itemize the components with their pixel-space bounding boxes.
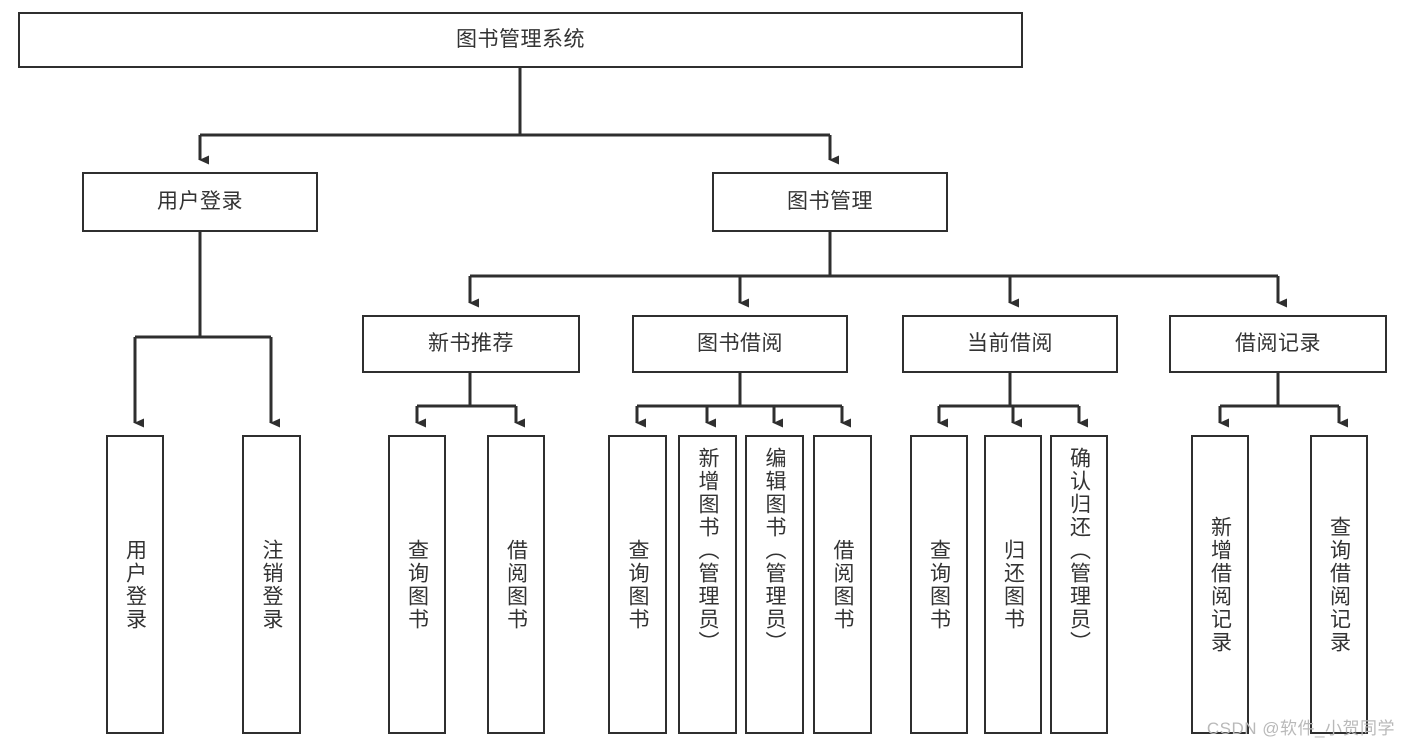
node-borrow-record[interactable]: 借阅记录 [1169, 315, 1387, 373]
node-leaf-query-record-label: 查询借阅记录 [1327, 515, 1351, 654]
node-leaf-query-book-3-label: 查询图书 [927, 538, 951, 631]
node-leaf-query-book-2-label: 查询图书 [626, 538, 649, 631]
node-leaf-confirm-return-label: 确认归还（管理员） [1067, 447, 1091, 654]
connectors-root-to-level2 [198, 68, 839, 165]
node-leaf-borrow-book-2-label: 借阅图书 [831, 538, 854, 631]
node-leaf-query-book-1-label: 查询图书 [405, 538, 429, 631]
node-leaf-user-login-label: 用户登录 [123, 538, 147, 631]
node-leaf-logout[interactable]: 注销登录 [242, 435, 301, 734]
node-leaf-return-book[interactable]: 归还图书 [984, 435, 1042, 734]
node-leaf-edit-book[interactable]: 编辑图书（管理员） [745, 435, 804, 734]
node-leaf-edit-book-label: 编辑图书（管理员） [763, 447, 786, 654]
node-leaf-logout-label: 注销登录 [260, 538, 283, 631]
node-leaf-add-book-label: 新增图书（管理员） [696, 447, 719, 654]
node-leaf-query-book-1[interactable]: 查询图书 [388, 435, 446, 734]
node-current-borrow[interactable]: 当前借阅 [902, 315, 1118, 373]
node-leaf-add-record[interactable]: 新增借阅记录 [1191, 435, 1249, 734]
node-book-manage[interactable]: 图书管理 [712, 172, 948, 232]
connectors-bookborrow-to-leaves [635, 373, 851, 428]
node-user-login[interactable]: 用户登录 [82, 172, 318, 232]
node-leaf-query-record[interactable]: 查询借阅记录 [1310, 435, 1368, 734]
node-leaf-confirm-return[interactable]: 确认归还（管理员） [1050, 435, 1108, 734]
node-new-book-rec-label: 新书推荐 [428, 331, 514, 355]
node-leaf-borrow-book-2[interactable]: 借阅图书 [813, 435, 872, 734]
connectors-newbook-to-leaves [415, 373, 525, 428]
node-leaf-return-book-label: 归还图书 [1001, 538, 1025, 631]
node-leaf-query-book-3[interactable]: 查询图书 [910, 435, 968, 734]
node-leaf-borrow-book-1-label: 借阅图书 [504, 538, 528, 631]
connectors-borrowrecord-to-leaves [1218, 373, 1348, 428]
node-book-borrow[interactable]: 图书借阅 [632, 315, 848, 373]
node-leaf-borrow-book-1[interactable]: 借阅图书 [487, 435, 545, 734]
node-user-login-label: 用户登录 [157, 189, 243, 213]
node-root[interactable]: 图书管理系统 [18, 12, 1023, 68]
connectors-bookmanage-to-level3 [468, 232, 1287, 308]
node-borrow-record-label: 借阅记录 [1235, 331, 1321, 355]
node-leaf-add-record-label: 新增借阅记录 [1208, 515, 1232, 654]
node-leaf-query-book-2[interactable]: 查询图书 [608, 435, 667, 734]
node-book-manage-label: 图书管理 [787, 189, 873, 213]
node-leaf-user-login[interactable]: 用户登录 [106, 435, 164, 734]
connectors-currentborrow-to-leaves [937, 373, 1088, 428]
connectors-booklogin-to-leaves [133, 232, 280, 428]
node-leaf-add-book[interactable]: 新增图书（管理员） [678, 435, 737, 734]
node-new-book-rec[interactable]: 新书推荐 [362, 315, 580, 373]
node-current-borrow-label: 当前借阅 [967, 331, 1053, 355]
node-book-borrow-label: 图书借阅 [697, 331, 783, 355]
node-root-label: 图书管理系统 [456, 27, 585, 51]
